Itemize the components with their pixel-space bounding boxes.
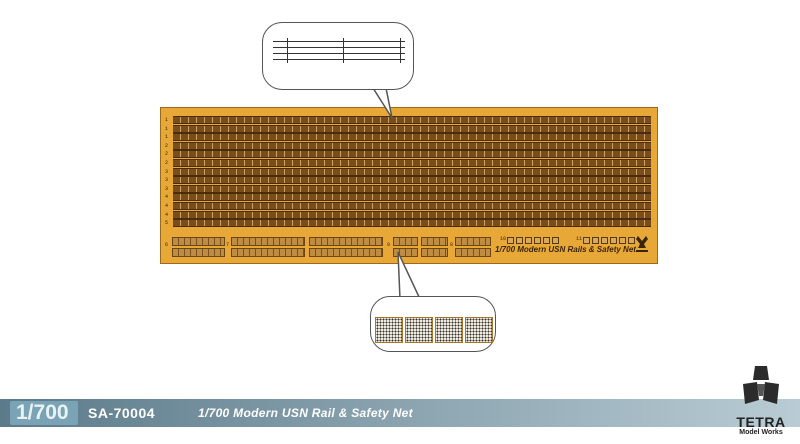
rail-line — [273, 47, 405, 49]
part-9a — [393, 237, 418, 246]
product-code: SA-70004 — [88, 405, 156, 421]
rail-row — [173, 176, 651, 185]
rail-row-number: 3 — [165, 168, 169, 175]
rail-row — [173, 133, 651, 142]
rail-stanchion — [287, 38, 288, 63]
rail-row-number: 2 — [165, 160, 169, 166]
part-10b — [455, 248, 491, 257]
net-square — [619, 237, 626, 244]
scale-label: 1/700 — [16, 401, 69, 424]
part-number-7: 7 — [226, 242, 230, 248]
part-8b — [309, 248, 383, 257]
part-6b — [172, 248, 225, 257]
net-square — [552, 237, 559, 244]
brand-subtitle: Model Works — [739, 429, 783, 436]
brand-name: TETRA — [736, 414, 786, 430]
rail-row-number: 1 — [165, 117, 169, 123]
net-square — [610, 237, 617, 244]
part-8a — [309, 237, 383, 246]
tetra-logo-icon — [743, 366, 779, 404]
rail-stanchion — [343, 38, 344, 63]
scale-badge: 1/700 — [10, 401, 78, 425]
part-number-11: 11 — [576, 236, 583, 242]
rail-row-number: 3 — [165, 185, 169, 192]
rail-stanchion — [400, 38, 401, 63]
brand-logo: TETRA Model Works — [728, 362, 794, 438]
rail-line — [273, 59, 405, 61]
part-number-6: 6 — [165, 242, 169, 248]
net-square — [543, 237, 550, 244]
fret-tetra-logo-icon — [636, 236, 648, 252]
fret-title: 1/700 Modern USN Rails & Safety Net — [495, 245, 636, 254]
part-7a — [231, 237, 305, 246]
part-9d — [421, 248, 448, 257]
rail-row — [173, 210, 651, 219]
rail-row — [173, 167, 651, 176]
part-number-9: 9 — [387, 242, 391, 248]
rail-detail-callout — [262, 22, 414, 90]
rail-row-number: 5 — [165, 220, 169, 227]
rail-row — [173, 116, 651, 124]
part-6a — [172, 237, 225, 246]
photo-etch-fret: 6 7 9 8 10 11 1/700 Modern USN Rails & S… — [160, 107, 658, 264]
net-square — [628, 237, 635, 244]
rail-row — [173, 124, 651, 133]
rail-row — [173, 193, 651, 202]
rail-row-number: 3 — [165, 177, 169, 184]
safety-net-panel — [465, 317, 493, 343]
rail-line — [273, 53, 405, 55]
part-number-8: 8 — [450, 242, 454, 248]
rail-row — [173, 150, 651, 159]
rail-row-number: 2 — [165, 151, 169, 158]
net-square — [507, 237, 514, 244]
net-square — [516, 237, 523, 244]
part-9b — [421, 237, 448, 246]
part-7b — [231, 248, 305, 257]
safety-net-panel — [435, 317, 463, 343]
safety-net-panel — [375, 317, 403, 343]
part-10a — [455, 237, 491, 246]
product-name: 1/700 Modern USN Rail & Safety Net — [198, 406, 413, 420]
net-square — [592, 237, 599, 244]
rail-row-number: 1 — [165, 134, 169, 141]
product-bar: 1/700 SA-70004 1/700 Modern USN Rail & S… — [0, 399, 800, 427]
safety-net-detail-callout — [370, 296, 496, 352]
rail-row — [173, 184, 651, 193]
rail-row-number: 4 — [165, 211, 169, 218]
rail-line — [273, 41, 405, 43]
rail-row — [173, 202, 651, 210]
part-9c — [393, 248, 418, 257]
rail-row — [173, 141, 651, 150]
net-square — [534, 237, 541, 244]
rail-row-number: 4 — [165, 194, 169, 201]
rail-row-number: 1 — [165, 125, 169, 132]
rail-row — [173, 219, 651, 228]
net-square — [583, 237, 590, 244]
rail-row-number: 4 — [165, 203, 169, 209]
rail-row — [173, 159, 651, 167]
net-square — [525, 237, 532, 244]
net-square — [601, 237, 608, 244]
safety-net-panel — [405, 317, 433, 343]
part-number-10: 10 — [500, 236, 507, 242]
rail-row-number: 2 — [165, 142, 169, 149]
